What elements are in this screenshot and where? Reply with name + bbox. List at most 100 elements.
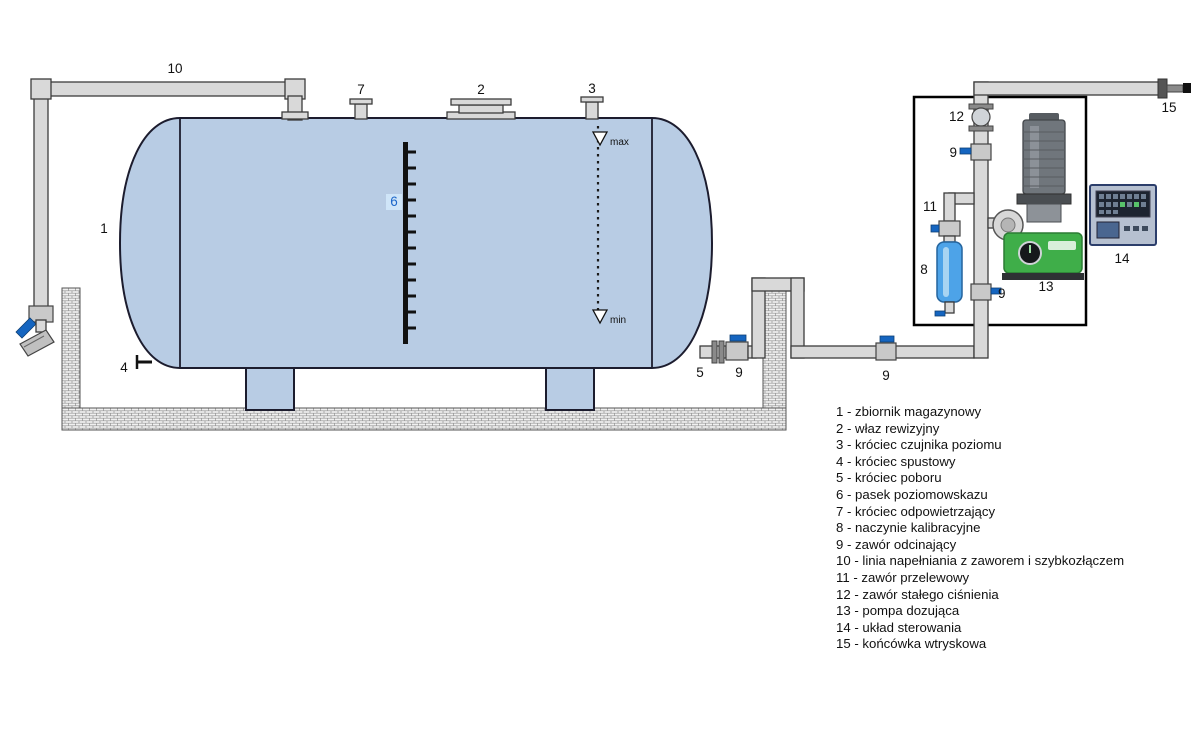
callout-3: 3 — [588, 81, 596, 96]
shutoff-valve-body — [725, 341, 749, 361]
dosing-pump — [992, 113, 1084, 280]
callout-labels: 10 1 7 2 3 6 4 5 9 9 12 9 11 8 9 13 14 1… — [100, 61, 1176, 383]
fill-valve-handle-icon — [15, 317, 37, 339]
panel-keys — [1099, 194, 1146, 214]
panel-key — [1142, 226, 1148, 231]
dosing-unit-enclosure — [912, 95, 1088, 327]
legend: 1 - zbiornik magazynowy 2 - właz rewizyj… — [836, 404, 1198, 653]
level-gauge-strip — [403, 142, 416, 344]
legend-item: 3 - króciec czujnika poziomu — [836, 437, 1002, 453]
pump-housing — [1003, 232, 1083, 274]
vent-stub — [354, 103, 368, 120]
legend-item: 1 - zbiornik magazynowy — [836, 404, 982, 419]
max-level-triangle-icon — [591, 131, 609, 147]
pump-motor — [1022, 119, 1066, 195]
callout-5: 5 — [696, 365, 704, 380]
legend-item: 11 - zawór przelewowy — [836, 569, 970, 585]
callout-9d: 9 — [998, 286, 1006, 301]
level-sensor-range: max min — [591, 126, 629, 326]
panel-key — [1133, 226, 1139, 231]
min-level-triangle-icon — [591, 309, 609, 325]
legend-item: 7 - króciec odpowietrzający — [836, 503, 996, 519]
containment-bund — [61, 282, 787, 431]
flange-plate — [711, 340, 718, 364]
level-sensor-nozzle — [580, 96, 604, 120]
pump-column — [1026, 203, 1062, 223]
callout-11: 11 — [923, 199, 937, 214]
vent-nozzle — [349, 98, 373, 120]
motor-flange — [1016, 193, 1072, 205]
legend-item: 14 - układ sterowania — [836, 619, 962, 635]
callout-14: 14 — [1114, 251, 1130, 266]
shutoff-valve-body — [970, 143, 992, 161]
max-level-label: max — [610, 137, 629, 148]
vessel-drain-handle-icon — [934, 310, 946, 317]
pump-label-plate — [1048, 241, 1076, 250]
pipe-segment — [943, 192, 956, 222]
callout-7: 7 — [357, 82, 365, 97]
callout-1: 1 — [100, 221, 108, 236]
callout-9c: 9 — [949, 145, 957, 160]
shutoff-valve-handle-icon — [879, 335, 895, 343]
legend-item: 10 - linia napełniania z zaworem i szybk… — [836, 553, 1125, 569]
intake-line — [699, 277, 975, 364]
callout-9b: 9 — [882, 368, 890, 383]
shutoff-valve-body — [875, 342, 897, 361]
panel-key — [1124, 226, 1130, 231]
legend-item: 5 - króciec poboru — [836, 470, 942, 486]
constant-pressure-valve — [968, 103, 994, 132]
overflow-valve-body — [938, 220, 961, 237]
manhole-neck — [458, 104, 504, 114]
callout-15: 15 — [1161, 100, 1176, 115]
vent-flange — [349, 98, 373, 105]
vessel-drain-stub — [944, 301, 955, 314]
valve-dome-icon — [971, 107, 991, 127]
gauge-ticks — [408, 150, 416, 330]
upper-shutoff-valve — [959, 143, 992, 161]
drain-nozzle — [135, 355, 152, 369]
legend-item: 9 - zawór odcinający — [836, 536, 957, 552]
pipe-segment — [35, 319, 47, 333]
vessel-highlight — [943, 247, 949, 297]
pipe-segment — [943, 235, 956, 243]
callout-8: 8 — [920, 262, 928, 277]
legend-item: 15 - końcówka wtryskowa — [836, 636, 987, 652]
flange-plate — [718, 340, 725, 364]
pipe-segment — [33, 81, 303, 97]
callout-4: 4 — [120, 360, 128, 375]
control-unit — [1089, 184, 1157, 246]
overflow-valve-handle-icon — [930, 224, 940, 233]
pipe-segment — [973, 81, 1163, 96]
bund-floor — [61, 407, 787, 431]
storage-tank — [118, 117, 714, 369]
pump-base — [1002, 273, 1084, 280]
panel-screen — [1096, 221, 1120, 239]
tank-inlet-flange — [281, 111, 309, 120]
injection-lance — [1166, 84, 1184, 93]
legend-item: 13 - pompa dozująca — [836, 603, 960, 619]
callout-6-highlight — [386, 194, 402, 210]
sensor-stub — [585, 101, 599, 120]
injection-tip-icon — [1183, 83, 1191, 93]
legend-item: 6 - pasek poziomowskazu — [836, 486, 988, 502]
motor-highlight — [1030, 126, 1039, 188]
callout-10: 10 — [167, 61, 182, 76]
gauge-bar — [403, 142, 408, 344]
legend-item: 12 - zawór stałego ciśnienia — [836, 586, 999, 602]
shutoff-valve-handle-icon — [990, 287, 1002, 295]
min-level-label: min — [610, 315, 626, 326]
pump-head-center — [1000, 217, 1016, 233]
injection-fitting — [1157, 78, 1168, 99]
shutoff-valve-body — [970, 283, 992, 301]
pipe-segment — [33, 81, 49, 309]
manhole — [446, 98, 516, 120]
calibration-branch — [930, 192, 975, 317]
callout-12: 12 — [949, 109, 964, 124]
legend-item: 4 - króciec spustowy — [836, 453, 956, 469]
callout-9a: 9 — [735, 365, 743, 380]
quick-coupler-icon — [19, 329, 55, 357]
coupler-detail — [23, 335, 45, 348]
callout-13: 13 — [1038, 279, 1053, 294]
